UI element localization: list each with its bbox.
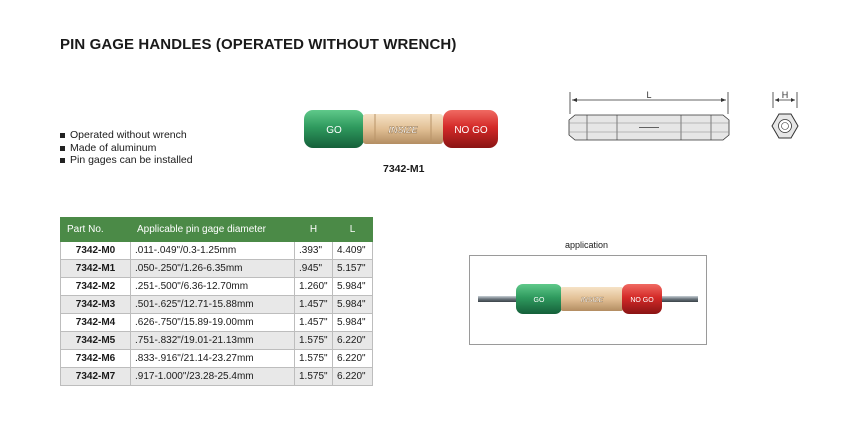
end-view-drawing: H: [771, 90, 799, 139]
application-label: application: [565, 240, 609, 250]
l-value: 5.984": [332, 313, 373, 332]
part-number: 7342-M7: [60, 367, 131, 386]
table-row: 7342-M3 .501-.625"/12.71-15.88mm 1.457" …: [60, 295, 373, 314]
go-end: [516, 284, 562, 314]
h-value: 1.457": [294, 295, 333, 314]
column-header-l: L: [332, 217, 373, 242]
diameter-range: .751-.832"/19.01-21.13mm: [130, 331, 295, 350]
height-dimension: H: [782, 90, 789, 100]
table-row: 7342-M2 .251-.500"/6.36-12.70mm 1.260" 5…: [60, 277, 373, 296]
go-label: GO: [326, 125, 342, 136]
h-value: 1.457": [294, 313, 333, 332]
h-value: .393": [294, 241, 333, 260]
h-value: 1.575": [294, 367, 333, 386]
diameter-range: .501-.625"/12.71-15.88mm: [130, 295, 295, 314]
brand-logo: INSIZE: [581, 297, 604, 304]
column-header-h: H: [294, 217, 333, 242]
l-value: 5.157": [332, 259, 373, 278]
diameter-range: .917-1.000"/23.28-25.4mm: [130, 367, 295, 386]
table-row: 7342-M5 .751-.832"/19.01-21.13mm 1.575" …: [60, 331, 373, 350]
part-number: 7342-M1: [60, 259, 131, 278]
application-image: GO INSIZE NO GO: [469, 255, 707, 345]
part-number: 7342-M0: [60, 241, 131, 260]
table-header-row: Part No. Applicable pin gage diameter H …: [60, 217, 373, 242]
column-header-part-no: Part No.: [60, 217, 131, 242]
page-title: PIN GAGE HANDLES (OPERATED WITHOUT WRENC…: [60, 36, 457, 53]
l-value: 4.409": [332, 241, 373, 260]
l-value: 6.220": [332, 331, 373, 350]
table-row: 7342-M0 .011-.049"/0.3-1.25mm .393" 4.40…: [60, 241, 373, 260]
nogo-end: [443, 110, 498, 148]
go-pin: [478, 296, 518, 302]
diameter-range: .011-.049"/0.3-1.25mm: [130, 241, 295, 260]
column-header-diameter: Applicable pin gage diameter: [130, 217, 295, 242]
pin-gage-handle-image: GO INSIZE NO GO: [304, 110, 498, 148]
length-dimension: L: [646, 90, 651, 100]
feature-item: Pin gages can be installed: [60, 154, 193, 167]
part-number: 7342-M5: [60, 331, 131, 350]
handle-body: [561, 287, 623, 311]
nogo-label: NO GO: [630, 297, 654, 304]
part-number: 7342-M3: [60, 295, 131, 314]
nogo-label: NO GO: [454, 125, 488, 136]
part-number: 7342-M4: [60, 313, 131, 332]
l-value: 6.220": [332, 349, 373, 368]
spec-table: Part No. Applicable pin gage diameter H …: [60, 217, 373, 386]
diameter-range: .050-.250"/1.26-6.35mm: [130, 259, 295, 278]
h-value: .945": [294, 259, 333, 278]
feature-item: Operated without wrench: [60, 129, 193, 142]
go-end: [304, 110, 364, 148]
l-value: 6.220": [332, 367, 373, 386]
table-row: 7342-M7 .917-1.000"/23.28-25.4mm 1.575" …: [60, 367, 373, 386]
feature-list: Operated without wrench Made of aluminum…: [60, 129, 193, 167]
h-value: 1.575": [294, 349, 333, 368]
go-label: GO: [534, 297, 545, 304]
l-value: 5.984": [332, 277, 373, 296]
l-value: 5.984": [332, 295, 373, 314]
diameter-range: .251-.500"/6.36-12.70mm: [130, 277, 295, 296]
diameter-range: .626-.750"/15.89-19.00mm: [130, 313, 295, 332]
table-row: 7342-M1 .050-.250"/1.26-6.35mm .945" 5.1…: [60, 259, 373, 278]
table-row: 7342-M4 .626-.750"/15.89-19.00mm 1.457" …: [60, 313, 373, 332]
brand-logo: INSIZE: [388, 125, 418, 135]
image-caption: 7342-M1: [383, 163, 425, 175]
table-row: 7342-M6 .833-.916"/21.14-23.27mm 1.575" …: [60, 349, 373, 368]
side-view-drawing: L: [568, 90, 730, 141]
feature-item: Made of aluminum: [60, 142, 193, 155]
h-value: 1.260": [294, 277, 333, 296]
h-value: 1.575": [294, 331, 333, 350]
handle-body: [363, 114, 443, 144]
part-number: 7342-M2: [60, 277, 131, 296]
nogo-pin: [658, 296, 698, 302]
part-number: 7342-M6: [60, 349, 131, 368]
nogo-end: [622, 284, 662, 314]
diameter-range: .833-.916"/21.14-23.27mm: [130, 349, 295, 368]
